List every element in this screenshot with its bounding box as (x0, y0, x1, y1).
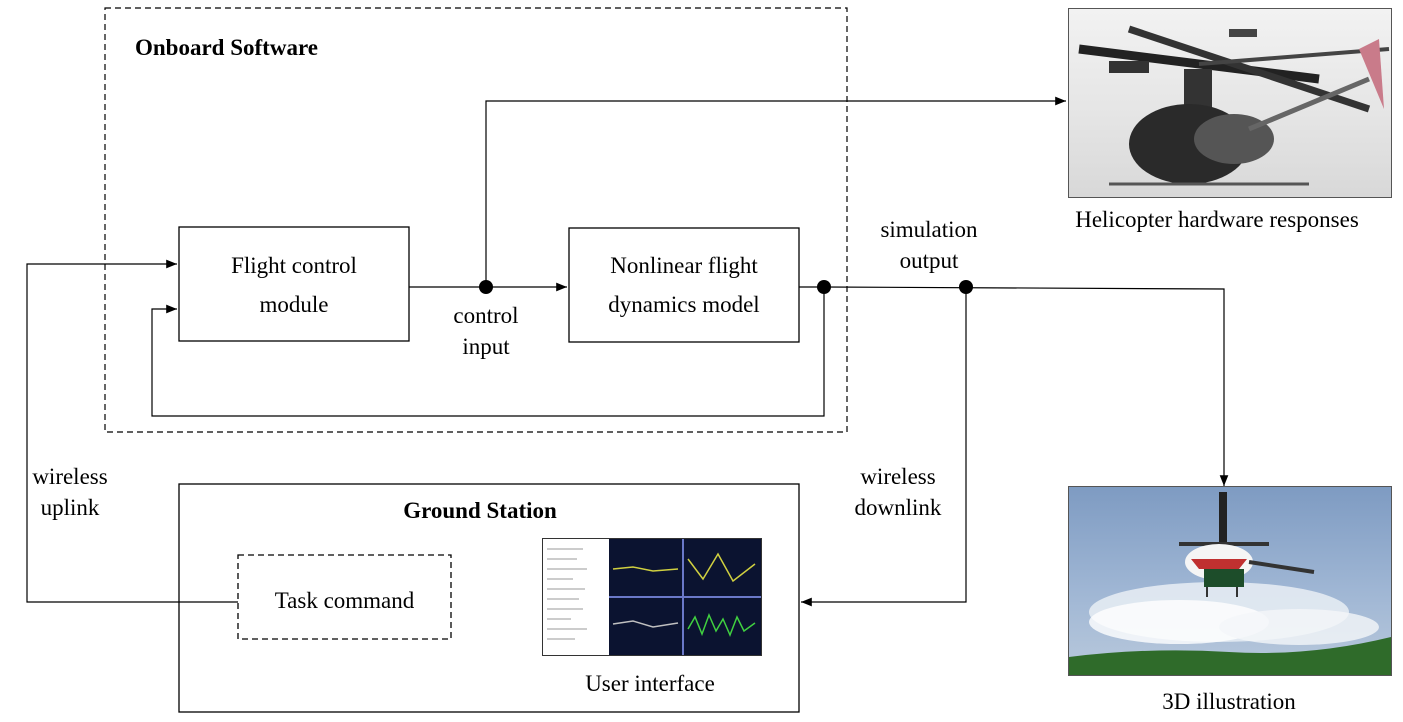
user-interface-drawing (543, 539, 761, 655)
3d-illustration-image (1068, 486, 1392, 676)
wireless-uplink-label: wireless uplink (20, 461, 120, 523)
task-command-label: Task command (274, 588, 415, 613)
onboard-software-title: Onboard Software (135, 35, 318, 60)
dynamics-model-line1: Nonlinear flight (610, 253, 758, 278)
helicopter-drawing (1078, 25, 1390, 186)
wireless-downlink-label: wireless downlink (838, 461, 958, 523)
feedback-junction-dot (817, 280, 831, 294)
illustration-caption: 3D illustration (1162, 689, 1296, 714)
user-interface-caption: User interface (585, 671, 715, 696)
output-junction-dot (959, 280, 973, 294)
flight-control-line1: Flight control (231, 253, 357, 278)
uplink-arrow (26, 259, 238, 603)
dynamics-model-box (568, 227, 800, 343)
flight-control-label: Flight control module (179, 250, 409, 320)
control-junction-dot (479, 280, 493, 294)
hardware-arrow (485, 96, 1066, 287)
downlink-arrow (801, 287, 967, 607)
dynamics-model-line2: dynamics model (608, 292, 760, 318)
simulation-output-line1: simulation (880, 217, 978, 242)
simulation-output-line2: output (899, 248, 959, 274)
flight-control-line2: module (259, 292, 329, 318)
control-input-label: control input (436, 300, 536, 362)
simulation-output-arrow (823, 286, 1229, 486)
control-input-line1: control (453, 303, 519, 328)
helicopter-hardware-image (1068, 8, 1392, 198)
simulation-output-label: simulation output (864, 214, 994, 276)
onboard-software-box (104, 7, 848, 433)
3d-helicopter-drawing (1069, 492, 1391, 675)
ground-station-title: Ground Station (403, 498, 557, 523)
dynamics-model-label: Nonlinear flight dynamics model (569, 250, 799, 320)
task-command-box (237, 554, 452, 640)
control-input-line2: input (462, 334, 510, 360)
helicopter-caption: Helicopter hardware responses (1075, 207, 1359, 232)
wireless-downlink-line2: downlink (854, 495, 942, 521)
ground-station-box (178, 483, 800, 713)
wireless-uplink-line1: wireless (32, 464, 108, 489)
wireless-downlink-line1: wireless (860, 464, 936, 489)
flight-control-box (178, 226, 410, 342)
user-interface-image (542, 538, 762, 656)
wireless-uplink-line2: uplink (40, 495, 100, 521)
